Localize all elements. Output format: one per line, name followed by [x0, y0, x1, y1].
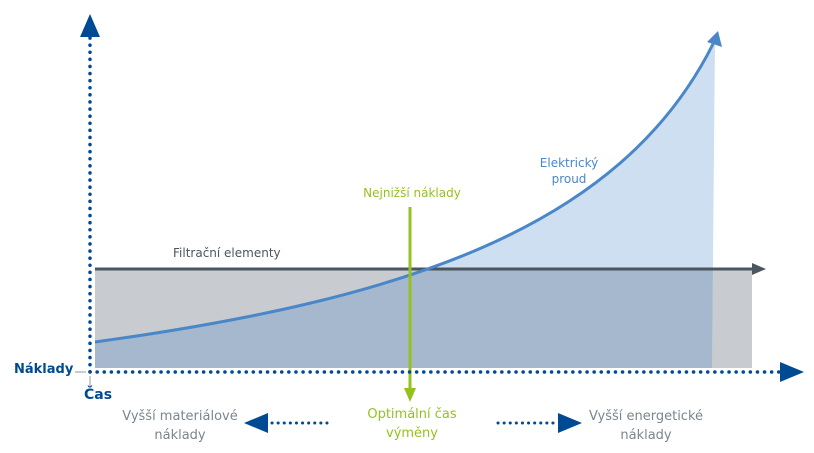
- overlap-area: [95, 270, 713, 368]
- electric-current-label: Elektrický proud: [540, 155, 598, 187]
- x-axis-label: Náklady: [14, 362, 74, 377]
- optimal-time-label: Optimální čas výměny: [367, 405, 456, 443]
- filter-elements-label: Filtrační elementy: [173, 246, 281, 260]
- left-label-line1: Vyšší materiálové: [122, 409, 238, 424]
- x-axis-arrowhead-icon: [780, 362, 804, 382]
- lowest-cost-label: Nejnižší náklady: [363, 186, 461, 200]
- higher-material-cost-label: Vyšší materiálové náklady: [122, 407, 237, 445]
- electric-label-line2: proud: [551, 172, 587, 186]
- left-arrowhead-icon: [244, 413, 268, 433]
- filter-arrowhead-icon: [752, 263, 766, 275]
- optimal-label-line2: výměny: [386, 426, 438, 441]
- y-axis-label: Čas: [84, 387, 113, 403]
- higher-energy-cost-label: Vyšší energetické náklady: [589, 407, 703, 445]
- electric-current-curve: [94, 43, 715, 344]
- optimal-arrowhead-icon: [404, 388, 416, 402]
- right-arrowhead-icon: [558, 413, 582, 433]
- right-label-line2: náklady: [620, 428, 672, 443]
- electric-label-line1: Elektrický: [539, 156, 599, 170]
- y-axis-arrowhead-icon: [80, 14, 100, 37]
- left-label-line2: náklady: [154, 428, 206, 443]
- curve-arrowhead-icon: [707, 31, 722, 47]
- right-label-line1: Vyšší energetické: [588, 409, 704, 424]
- optimal-label-line1: Optimální čas: [367, 407, 457, 422]
